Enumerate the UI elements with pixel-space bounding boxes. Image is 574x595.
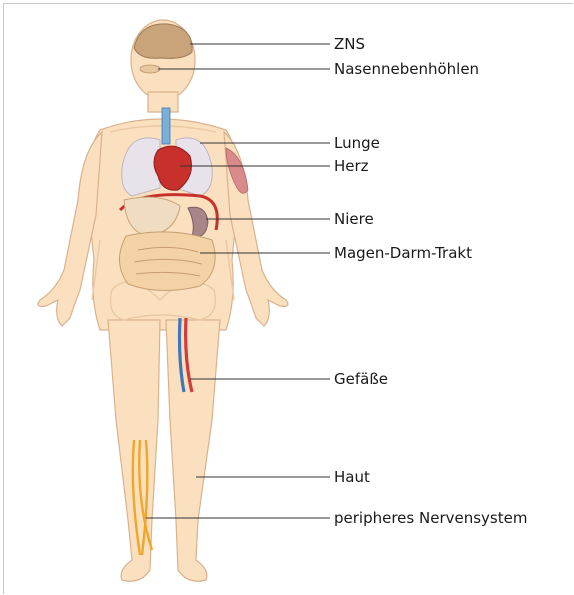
label-nasennebenhoehlen: Nasennebenhöhlen xyxy=(334,60,479,78)
intestine-organ xyxy=(119,232,215,291)
label-niere: Niere xyxy=(334,210,374,228)
label-gefaesse: Gefäße xyxy=(334,370,388,388)
label-zns: ZNS xyxy=(334,35,365,53)
label-lunge: Lunge xyxy=(334,134,380,152)
body-silhouette xyxy=(38,20,288,581)
label-herz: Herz xyxy=(334,157,369,175)
trachea-organ xyxy=(162,108,170,144)
label-nervensystem: peripheres Nervensystem xyxy=(334,509,527,527)
label-haut: Haut xyxy=(334,468,370,486)
leg-right xyxy=(166,320,220,581)
sinus-organ xyxy=(140,65,160,73)
label-magen-darm: Magen-Darm-Trakt xyxy=(334,244,472,262)
